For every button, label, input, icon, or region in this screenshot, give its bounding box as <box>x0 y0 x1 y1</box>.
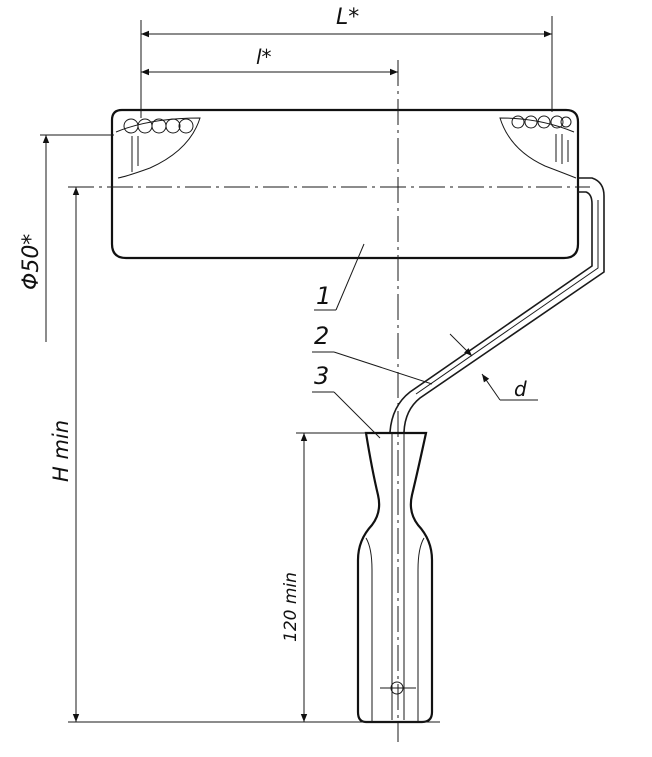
label-L: L* <box>336 5 359 30</box>
label-part2: 2 <box>314 322 329 350</box>
dimension-diameter: Φ50* <box>19 134 114 342</box>
roller-frame <box>389 177 605 433</box>
label-H: H min <box>49 420 73 482</box>
dimension-l: l* <box>141 45 398 76</box>
label-part3: 3 <box>314 362 329 390</box>
label-diameter: Φ50* <box>19 234 44 290</box>
dimension-d: d <box>449 333 538 401</box>
dimension-L: L* <box>140 5 553 118</box>
dimension-H: H min <box>49 187 440 723</box>
roller-handle <box>356 431 434 724</box>
roller-cover <box>110 108 580 260</box>
label-d: d <box>514 377 527 401</box>
leader-part3: 3 <box>312 362 381 439</box>
label-part1: 1 <box>316 282 331 310</box>
dimension-handle-length: 120 min <box>281 432 366 722</box>
label-handle-length: 120 min <box>281 572 301 642</box>
label-l: l* <box>256 45 272 69</box>
leader-part2: 2 <box>312 322 433 385</box>
leader-part1: 1 <box>314 243 365 311</box>
